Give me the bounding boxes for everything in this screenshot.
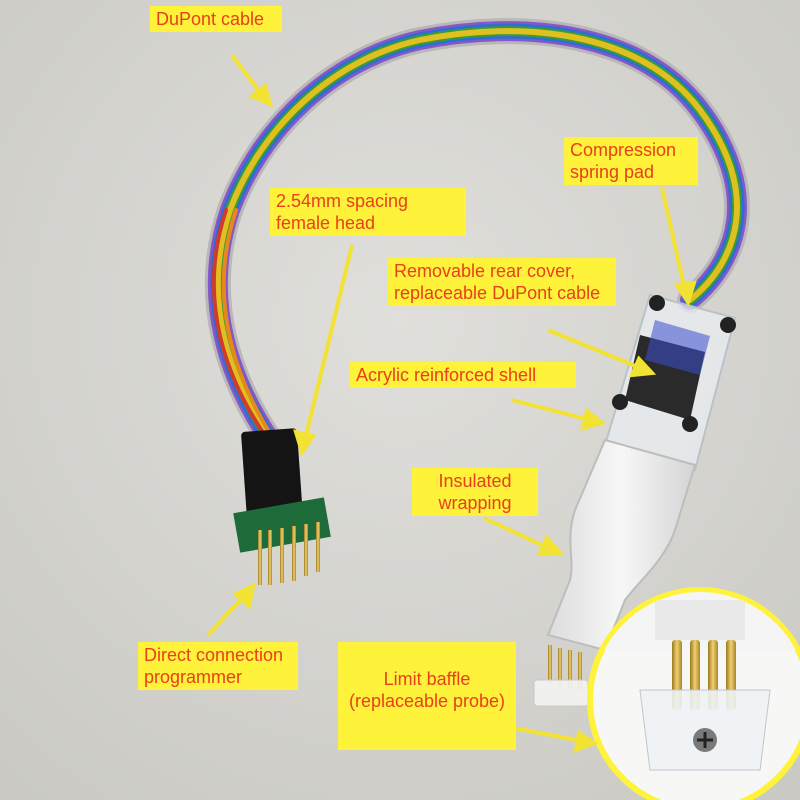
label-insulated-wrapping-line1: Insulated [438,471,512,491]
label-rear-cover: Removable rear cover, replaceable DuPont… [388,258,616,306]
label-insulated-wrapping-line2: wrapping [438,493,512,513]
pointer-arrows [206,53,697,754]
female-header [233,428,331,585]
label-limit-baffle-line1: Limit baffle [383,669,471,689]
label-direct-connection-line2: programmer [144,667,243,687]
insulated-handle [546,438,697,652]
label-compression-pad: Compression spring pad [564,137,698,185]
label-direct-connection: Direct connection programmer [138,642,298,690]
label-rear-cover-line1: Removable rear cover, [394,261,576,281]
label-limit-baffle: Limit baffle (replaceable probe) [338,642,516,750]
label-direct-connection-line1: Direct connection [144,645,284,665]
label-rear-cover-line2: replaceable DuPont cable [394,283,601,303]
label-insulated-wrapping: Insulated wrapping [412,468,538,516]
label-female-head-line1: 2.54mm spacing [276,191,409,211]
probe-tip [533,645,589,707]
label-limit-baffle-line2: (replaceable probe) [348,691,506,711]
label-dupont-cable: DuPont cable [150,6,282,32]
label-acrylic-shell: Acrylic reinforced shell [350,362,576,388]
acrylic-shell [603,293,737,472]
label-female-head: 2.54mm spacing female head [270,188,466,236]
ribbon-cable [204,18,750,453]
label-compression-pad-line1: Compression [570,140,677,160]
label-compression-pad-line2: spring pad [570,162,655,182]
zoom-inset [587,587,800,800]
label-female-head-line2: female head [276,213,376,233]
